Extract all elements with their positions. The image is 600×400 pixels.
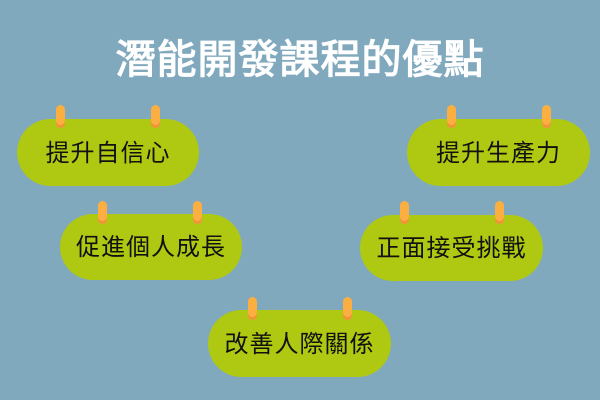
benefit-card-embrace-challenges: 正面接受挑戰 — [360, 201, 543, 281]
binder-tab-icon — [400, 201, 409, 224]
binder-tab-icon — [98, 201, 107, 224]
benefit-label: 提升生產力 — [436, 138, 561, 167]
benefit-card-self-confidence: 提升自信心 — [17, 105, 199, 186]
benefit-pill: 提升生產力 — [407, 119, 590, 186]
benefit-pill: 提升自信心 — [17, 119, 199, 186]
benefit-pill: 正面接受挑戰 — [360, 215, 543, 281]
benefit-label: 改善人際關係 — [224, 329, 375, 358]
binder-tab-icon — [248, 297, 257, 320]
benefit-label: 提升自信心 — [45, 138, 171, 167]
benefit-label: 正面接受挑戰 — [376, 234, 527, 262]
benefit-pill: 促進個人成長 — [60, 214, 242, 280]
benefit-card-productivity: 提升生產力 — [407, 105, 590, 186]
page-title: 潛能開發課程的優點 — [115, 37, 485, 83]
binder-tab-icon — [151, 105, 160, 128]
binder-tab-icon — [447, 105, 456, 128]
benefit-card-personal-growth: 促進個人成長 — [60, 201, 242, 280]
binder-tab-icon — [495, 201, 504, 224]
binder-tab-icon — [56, 105, 65, 128]
binder-tab-icon — [343, 297, 352, 320]
benefit-pill: 改善人際關係 — [208, 310, 391, 377]
benefit-label: 促進個人成長 — [76, 233, 226, 261]
benefit-card-relationships: 改善人際關係 — [208, 297, 391, 377]
binder-tab-icon — [193, 201, 202, 224]
binder-tab-icon — [542, 105, 551, 128]
